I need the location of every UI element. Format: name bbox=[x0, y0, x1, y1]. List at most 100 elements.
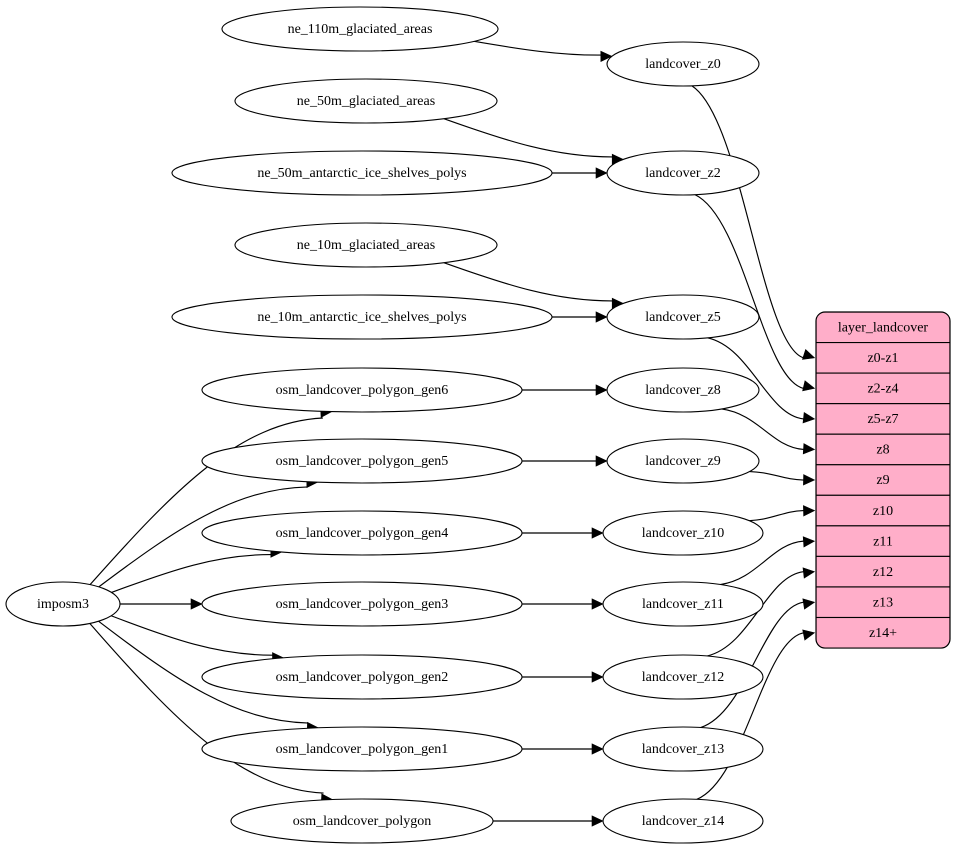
table-row-z0-z1[interactable] bbox=[816, 341, 950, 374]
node-label-osm_landcover_polygon_gen1: osm_landcover_polygon_gen1 bbox=[276, 742, 449, 757]
node-osm_landcover_polygon_gen4[interactable]: osm_landcover_polygon_gen4 bbox=[201, 510, 523, 556]
table-row-label-z0-z1: z0-z1 bbox=[867, 351, 898, 366]
node-osm_landcover_polygon_gen1[interactable]: osm_landcover_polygon_gen1 bbox=[201, 726, 523, 772]
node-osm_landcover_polygon_gen3[interactable]: osm_landcover_polygon_gen3 bbox=[201, 581, 523, 627]
node-label-landcover_z0: landcover_z0 bbox=[645, 57, 720, 72]
edge-arrowhead bbox=[802, 348, 816, 360]
node-label-landcover_z9: landcover_z9 bbox=[645, 454, 720, 469]
edge-arrowhead bbox=[802, 380, 816, 392]
edge-arrowhead bbox=[802, 443, 816, 455]
node-osm_landcover_polygon_gen6[interactable]: osm_landcover_polygon_gen6 bbox=[201, 367, 523, 413]
node-shape-landcover_z9[interactable] bbox=[606, 438, 760, 484]
node-landcover_z5[interactable]: landcover_z5 bbox=[606, 294, 760, 340]
node-shape-ne_10m_glaciated_areas[interactable] bbox=[234, 222, 498, 268]
node-label-ne_50m_glaciated_areas: ne_50m_glaciated_areas bbox=[297, 94, 435, 109]
table-row-label-z2-z4: z2-z4 bbox=[867, 382, 898, 397]
node-shape-landcover_z0[interactable] bbox=[606, 41, 760, 87]
node-ne_10m_antarctic_ice_shelves_polys[interactable]: ne_10m_antarctic_ice_shelves_polys bbox=[171, 294, 553, 340]
edge-arrowhead bbox=[595, 384, 608, 396]
edge-arrowhead bbox=[591, 527, 604, 539]
edge-imposm3-to-osm_landcover_polygon_gen2 bbox=[110, 615, 273, 656]
node-osm_landcover_polygon_gen2[interactable]: osm_landcover_polygon_gen2 bbox=[201, 654, 523, 700]
node-shape-landcover_z8[interactable] bbox=[606, 367, 760, 413]
node-shape-landcover_z11[interactable] bbox=[602, 581, 764, 627]
edge-arrowhead bbox=[802, 536, 816, 548]
edge-ne_10m_glaciated_areas-to-landcover_z5 bbox=[443, 262, 613, 302]
edge-imposm3-to-osm_landcover_polygon_gen5 bbox=[98, 486, 308, 588]
table-row-z9[interactable] bbox=[816, 464, 950, 496]
node-ne_10m_glaciated_areas[interactable]: ne_10m_glaciated_areas bbox=[234, 222, 498, 268]
table-row-label-z14+: z14+ bbox=[869, 626, 897, 641]
edge-landcover_z13-to-z13 bbox=[700, 601, 804, 729]
node-label-landcover_z14: landcover_z14 bbox=[642, 814, 724, 829]
node-label-osm_landcover_polygon: osm_landcover_polygon bbox=[293, 814, 431, 829]
table-row-label-z8: z8 bbox=[876, 443, 889, 458]
edge-arrowhead bbox=[595, 311, 608, 323]
node-shape-osm_landcover_polygon_gen6[interactable] bbox=[201, 367, 523, 413]
edge-landcover_z8-to-z8 bbox=[721, 408, 804, 451]
table-row-label-z12: z12 bbox=[873, 565, 893, 580]
edge-landcover_z11-to-z11 bbox=[720, 540, 804, 586]
table-row-z13[interactable] bbox=[816, 586, 950, 619]
node-shape-osm_landcover_polygon[interactable] bbox=[230, 798, 494, 844]
node-landcover_z10[interactable]: landcover_z10 bbox=[602, 510, 764, 556]
edge-arrowhead bbox=[190, 598, 203, 610]
node-shape-osm_landcover_polygon_gen2[interactable] bbox=[201, 654, 523, 700]
table-row-z5-z7[interactable] bbox=[816, 403, 950, 435]
node-landcover_z14[interactable]: landcover_z14 bbox=[602, 798, 764, 844]
node-shape-landcover_z14[interactable] bbox=[602, 798, 764, 844]
table-header-label: layer_landcover bbox=[838, 320, 929, 335]
node-landcover_z9[interactable]: landcover_z9 bbox=[606, 438, 760, 484]
node-label-landcover_z8: landcover_z8 bbox=[645, 383, 720, 398]
node-shape-landcover_z5[interactable] bbox=[606, 294, 760, 340]
node-shape-ne_50m_glaciated_areas[interactable] bbox=[234, 78, 498, 124]
node-label-landcover_z10: landcover_z10 bbox=[642, 526, 724, 541]
edge-arrowhead bbox=[600, 50, 613, 63]
table-row-label-z10: z10 bbox=[873, 504, 893, 519]
node-shape-osm_landcover_polygon_gen3[interactable] bbox=[201, 581, 523, 627]
node-shape-landcover_z13[interactable] bbox=[602, 726, 764, 772]
edge-arrowhead bbox=[802, 598, 816, 610]
edge-arrowhead bbox=[591, 671, 604, 683]
edge-arrowhead bbox=[802, 412, 816, 424]
node-shape-ne_50m_antarctic_ice_shelves_polys[interactable] bbox=[171, 150, 553, 196]
node-label-ne_10m_antarctic_ice_shelves_polys: ne_10m_antarctic_ice_shelves_polys bbox=[257, 310, 466, 325]
edge-arrowhead bbox=[595, 455, 608, 467]
node-landcover_z11[interactable]: landcover_z11 bbox=[602, 581, 764, 627]
edge-arrowhead bbox=[803, 474, 816, 486]
node-label-landcover_z13: landcover_z13 bbox=[642, 742, 724, 757]
node-ne_50m_glaciated_areas[interactable]: ne_50m_glaciated_areas bbox=[234, 78, 498, 124]
nodes-layer: ne_110m_glaciated_areas ne_50m_glaciated_… bbox=[5, 6, 764, 844]
edge-landcover_z5-to-z5-z7 bbox=[707, 337, 804, 420]
node-imposm3[interactable]: imposm3 bbox=[5, 581, 121, 627]
edge-imposm3-to-osm_landcover_polygon_gen1 bbox=[98, 620, 309, 724]
node-shape-landcover_z10[interactable] bbox=[602, 510, 764, 556]
node-landcover_z0[interactable]: landcover_z0 bbox=[606, 41, 760, 87]
edge-landcover_z14-to-z14+ bbox=[696, 632, 804, 800]
node-shape-osm_landcover_polygon_gen1[interactable] bbox=[201, 726, 523, 772]
edges-layer bbox=[89, 40, 816, 827]
node-landcover_z13[interactable]: landcover_z13 bbox=[602, 726, 764, 772]
node-landcover_z2[interactable]: landcover_z2 bbox=[606, 150, 760, 196]
node-osm_landcover_polygon[interactable]: osm_landcover_polygon bbox=[230, 798, 494, 844]
table-row-z10[interactable] bbox=[816, 494, 950, 527]
node-shape-landcover_z12[interactable] bbox=[602, 654, 764, 700]
node-shape-ne_10m_antarctic_ice_shelves_polys[interactable] bbox=[171, 294, 553, 340]
node-shape-osm_landcover_polygon_gen4[interactable] bbox=[201, 510, 523, 556]
node-ne_110m_glaciated_areas[interactable]: ne_110m_glaciated_areas bbox=[221, 6, 499, 52]
node-shape-osm_landcover_polygon_gen5[interactable] bbox=[201, 438, 523, 484]
node-shape-landcover_z2[interactable] bbox=[606, 150, 760, 196]
node-shape-imposm3[interactable] bbox=[5, 581, 121, 627]
node-landcover_z12[interactable]: landcover_z12 bbox=[602, 654, 764, 700]
edge-arrowhead bbox=[591, 598, 604, 610]
node-ne_50m_antarctic_ice_shelves_polys[interactable]: ne_50m_antarctic_ice_shelves_polys bbox=[171, 150, 553, 196]
node-landcover_z8[interactable]: landcover_z8 bbox=[606, 367, 760, 413]
edge-landcover_z9-to-z9 bbox=[749, 470, 804, 481]
node-shape-ne_110m_glaciated_areas[interactable] bbox=[221, 6, 499, 52]
node-osm_landcover_polygon_gen5[interactable]: osm_landcover_polygon_gen5 bbox=[201, 438, 523, 484]
table-row-z14+[interactable] bbox=[816, 616, 950, 649]
table-row-label-z11: z11 bbox=[873, 534, 893, 549]
edge-arrowhead bbox=[591, 815, 604, 827]
